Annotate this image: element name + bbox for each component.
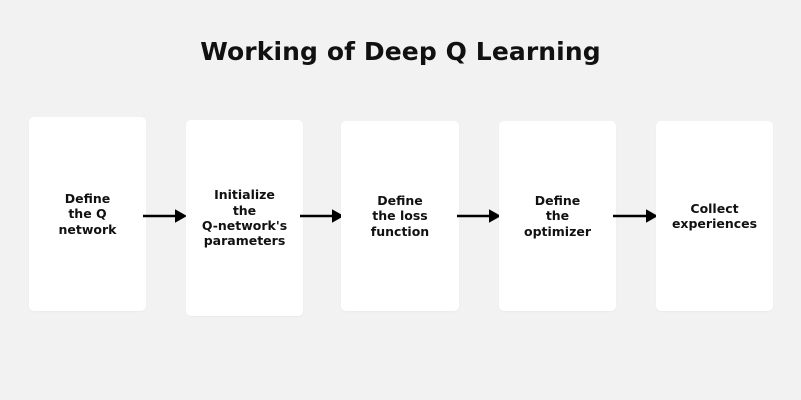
flow-node-initialize-parameters[interactable]: Initialize the Q-network's parameters — [186, 120, 303, 316]
flow-node-label: Define the optimizer — [523, 193, 592, 239]
flow-node-label: Collect experiences — [671, 200, 758, 231]
arrow-right-icon — [613, 206, 658, 226]
flow-node-label: Define the Q network — [58, 191, 117, 237]
flow-node-collect-experiences[interactable]: Collect experiences — [656, 121, 773, 311]
flow-node-define-q-network[interactable]: Define the Q network — [29, 117, 146, 311]
page-title: Working of Deep Q Learning — [200, 37, 601, 66]
arrow-right-icon — [300, 206, 344, 226]
arrow-right-icon — [457, 206, 501, 226]
flow-node-label: Define the loss function — [370, 193, 430, 239]
arrow-right-icon — [143, 206, 187, 226]
flow-node-label: Initialize the Q-network's parameters — [201, 187, 288, 249]
flow-node-define-optimizer[interactable]: Define the optimizer — [499, 121, 616, 311]
flow-node-define-loss-function[interactable]: Define the loss function — [341, 121, 459, 311]
